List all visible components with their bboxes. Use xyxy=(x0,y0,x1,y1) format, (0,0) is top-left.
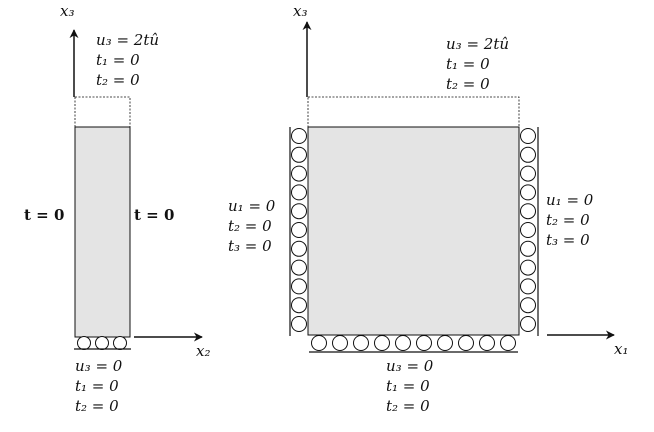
right-left-bc-line: t₂ = 0 xyxy=(228,217,272,235)
roller-support-icon xyxy=(291,203,307,220)
right-top-bc-line: t₁ = 0 xyxy=(446,55,490,73)
roller-support-icon xyxy=(374,335,390,351)
roller-support-icon xyxy=(291,128,307,144)
right-right-bc-line: u₁ = 0 xyxy=(546,191,594,209)
left-top-bc: u₃ = 2tû t₁ = 0 t₂ = 0 xyxy=(96,30,159,90)
left-top-bc-line: t₁ = 0 xyxy=(96,51,140,69)
roller-support-icon xyxy=(520,184,536,201)
roller-support-icon xyxy=(311,335,327,351)
roller-support-icon xyxy=(332,335,348,351)
roller-support-icon xyxy=(291,259,307,276)
left-bottom-bc: u₃ = 0 t₁ = 0 t₂ = 0 xyxy=(75,356,122,416)
roller-support-icon xyxy=(416,335,432,351)
left-bottom-bc-line: u₃ = 0 xyxy=(75,357,123,375)
roller-support-icon xyxy=(291,184,307,201)
right-bottom-rollers xyxy=(311,335,516,351)
left-side-bc-left: t = 0 xyxy=(24,206,65,224)
roller-support-icon xyxy=(520,203,536,220)
roller-support-icon xyxy=(291,240,307,257)
right-left-bc-line: t₃ = 0 xyxy=(228,237,272,255)
right-left-bc-line: u₁ = 0 xyxy=(228,197,276,215)
right-deformed-outline xyxy=(307,96,520,128)
left-deformed-outline xyxy=(74,96,131,128)
roller-support-icon xyxy=(520,165,536,182)
left-bottom-rollers xyxy=(77,336,127,350)
roller-support-icon xyxy=(520,297,536,314)
right-right-bc-line: t₂ = 0 xyxy=(546,211,590,229)
right-bottom-bc-line: t₂ = 0 xyxy=(386,397,430,415)
left-body xyxy=(74,126,131,338)
right-x1-label: x₁ xyxy=(614,340,629,358)
right-specimen xyxy=(289,21,615,353)
left-bottom-bc-line: t₂ = 0 xyxy=(75,397,119,415)
right-top-bc-line: u₃ = 2tû xyxy=(446,35,510,53)
right-x3-label: x₃ xyxy=(293,2,308,20)
roller-support-icon xyxy=(291,146,307,163)
left-top-bc-line: u₃ = 2tû xyxy=(96,31,160,49)
right-bottom-bc-line: t₁ = 0 xyxy=(386,377,430,395)
roller-support-icon xyxy=(520,222,536,238)
right-left-rollers xyxy=(291,128,307,332)
left-top-bc-line: t₂ = 0 xyxy=(96,71,140,89)
right-right-bc-line: t₃ = 0 xyxy=(546,231,590,249)
left-x2-label: x₂ xyxy=(196,342,211,360)
roller-support-icon xyxy=(353,335,369,351)
roller-support-icon xyxy=(479,335,495,351)
right-right-rollers xyxy=(520,128,536,332)
right-bottom-bc-line: u₃ = 0 xyxy=(386,357,434,375)
right-body xyxy=(307,126,520,336)
roller-support-icon xyxy=(520,259,536,276)
roller-support-icon xyxy=(291,297,307,314)
roller-support-icon xyxy=(520,146,536,163)
roller-support-icon xyxy=(95,336,109,350)
left-specimen xyxy=(69,29,203,350)
roller-support-icon xyxy=(291,222,307,238)
right-bottom-bc: u₃ = 0 t₁ = 0 t₂ = 0 xyxy=(386,356,433,416)
roller-support-icon xyxy=(291,278,307,295)
roller-support-icon xyxy=(500,335,516,351)
roller-support-icon xyxy=(77,336,91,350)
right-top-bc-line: t₂ = 0 xyxy=(446,75,490,93)
roller-support-icon xyxy=(113,336,127,350)
roller-support-icon xyxy=(520,128,536,144)
roller-support-icon xyxy=(520,278,536,295)
right-right-bc: u₁ = 0 t₂ = 0 t₃ = 0 xyxy=(546,190,593,250)
roller-support-icon xyxy=(291,316,307,332)
roller-support-icon xyxy=(520,316,536,332)
roller-support-icon xyxy=(395,335,411,351)
roller-support-icon xyxy=(520,240,536,257)
right-top-bc: u₃ = 2tû t₁ = 0 t₂ = 0 xyxy=(446,34,509,94)
right-left-bc: u₁ = 0 t₂ = 0 t₃ = 0 xyxy=(228,196,275,256)
left-x3-label: x₃ xyxy=(60,2,75,20)
roller-support-icon xyxy=(458,335,474,351)
left-side-bc-right: t = 0 xyxy=(134,206,175,224)
roller-support-icon xyxy=(291,165,307,182)
roller-support-icon xyxy=(437,335,453,351)
left-bottom-bc-line: t₁ = 0 xyxy=(75,377,119,395)
